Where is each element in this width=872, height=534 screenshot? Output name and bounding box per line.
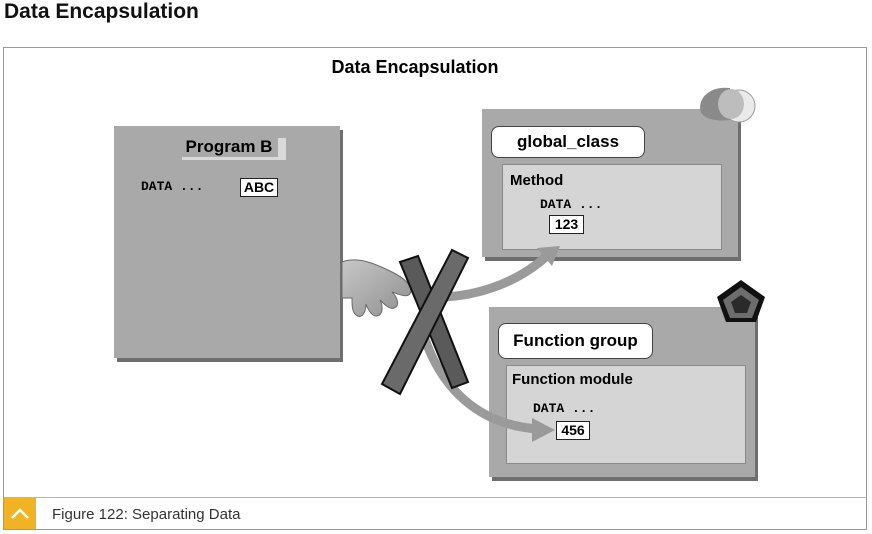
program-b-data-label: DATA ...: [141, 179, 204, 194]
function-group-symbol-icon: [717, 280, 765, 322]
method-box: [502, 164, 722, 250]
hand-icon: [341, 259, 412, 317]
diagram-title: Data Encapsulation: [331, 57, 499, 77]
function-group-title: Function group: [498, 323, 653, 359]
method-data-label: DATA ...: [540, 197, 603, 212]
arrow-to-function-module-icon: [417, 325, 555, 442]
class-symbol-icon: [700, 87, 756, 123]
function-module-data-label: DATA ...: [533, 401, 596, 416]
function-module-box: [506, 365, 746, 464]
method-value: 123: [549, 215, 584, 234]
method-label: Method: [510, 172, 564, 189]
function-module-value: 456: [556, 421, 590, 440]
function-module-label: Function module: [512, 371, 633, 388]
program-b-value: ABC: [240, 178, 278, 197]
figure-caption: Figure 122: Separating Data: [52, 506, 241, 523]
chevron-up-icon[interactable]: [4, 498, 36, 529]
program-b-panel: [114, 126, 340, 358]
figure-frame: [3, 47, 867, 530]
page-heading: Data Encapsulation: [4, 0, 199, 23]
caption-bar: [4, 497, 866, 529]
blocked-cross-icon: [380, 248, 470, 396]
global-class-title: global_class: [491, 126, 645, 158]
program-b-title: Program B: [180, 137, 278, 157]
